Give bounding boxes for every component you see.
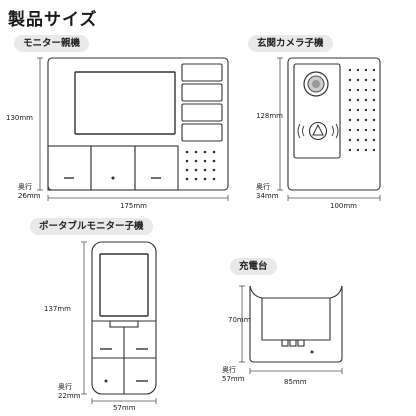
- monitor-speaker-icon: [185, 150, 216, 181]
- portable-depth-label: 22mm: [58, 392, 81, 400]
- monitor-width-label: 175mm: [120, 202, 147, 210]
- charger-dimension-lines: [239, 285, 343, 374]
- door-camera-depth-label: 34mm: [256, 192, 279, 200]
- door-camera-speaker-icon: [348, 68, 376, 152]
- camera-lens-icon: [303, 71, 329, 97]
- monitor-dimension-lines: [37, 57, 229, 201]
- door-camera-panel: [293, 63, 341, 159]
- page-title: 製品サイズ: [8, 10, 98, 30]
- portable-drawing: [91, 241, 157, 395]
- portable-label: ポータブルモニター子機: [30, 218, 153, 235]
- monitor-side-button: [181, 103, 223, 122]
- monitor-bottom-button: [90, 145, 136, 191]
- door-camera-drawing: [287, 57, 381, 191]
- portable-height-label: 137mm: [44, 305, 71, 313]
- portable-depth-caption: 奥行: [58, 383, 72, 391]
- charger-width-label: 85mm: [284, 378, 307, 386]
- charger-depth-label: 57mm: [222, 375, 245, 383]
- charger-depth-caption: 奥行: [222, 366, 236, 374]
- monitor-side-button: [181, 123, 223, 142]
- monitor-side-button: [181, 63, 223, 82]
- charger-drawing: [249, 285, 343, 363]
- portable-dimension-lines: [81, 241, 157, 404]
- monitor-bottom-button: [47, 145, 92, 191]
- monitor-drawing: [47, 57, 229, 191]
- door-camera-body: [287, 57, 381, 191]
- monitor-screen: [74, 71, 176, 135]
- call-button-icon: [308, 121, 328, 141]
- door-camera-width-label: 100mm: [330, 202, 357, 210]
- door-camera-label: 玄関カメラ子機: [248, 35, 333, 52]
- charger-body: [249, 286, 343, 363]
- monitor-side-button: [181, 83, 223, 102]
- portable-screen: [99, 253, 149, 317]
- monitor-depth-label: 26mm: [18, 192, 41, 200]
- monitor-height-label: 130mm: [6, 114, 33, 122]
- monitor-depth-caption: 奥行: [18, 183, 32, 191]
- charger-height-label: 70mm: [228, 316, 251, 324]
- portable-width-label: 57mm: [113, 404, 136, 412]
- monitor-label: モニター親機: [14, 35, 90, 52]
- door-camera-dimension-lines: [277, 57, 381, 201]
- door-camera-depth-caption: 奥行: [256, 183, 270, 191]
- monitor-bottom-button: [134, 145, 179, 191]
- charger-label: 充電台: [230, 258, 277, 275]
- door-camera-height-label: 128mm: [256, 112, 283, 120]
